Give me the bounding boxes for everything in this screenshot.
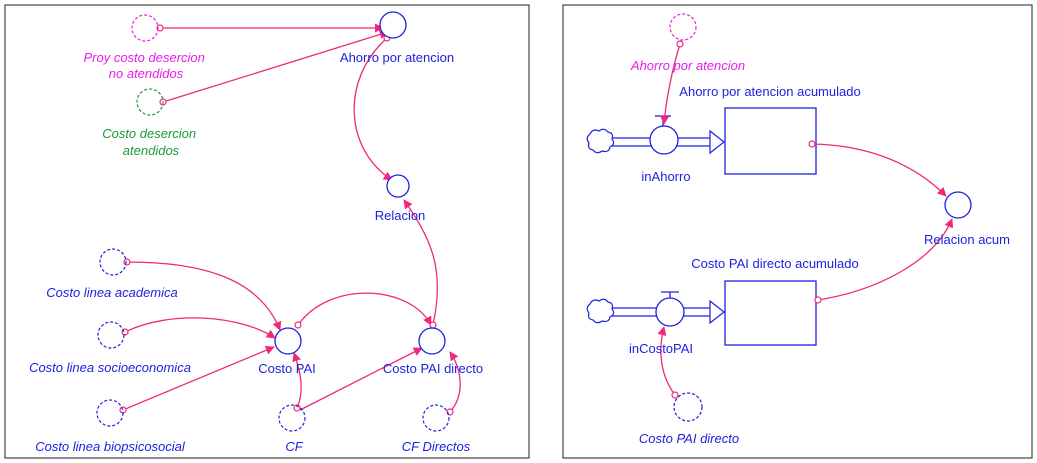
cloud-source-ahorro <box>586 128 615 154</box>
label-cf: CF <box>285 439 303 454</box>
left-panel: Proy costo desercion no atendidos Costo … <box>4 4 530 459</box>
label-costo-pai-directo-acumulado: Costo PAI directo acumulado <box>691 256 858 271</box>
link-costopaiacum-to-relacionacum <box>817 218 954 301</box>
node-costo-pai[interactable] <box>274 327 302 355</box>
left-links <box>122 23 461 413</box>
right-link-dots <box>671 40 822 399</box>
node-costo-linea-biopsicosocial[interactable] <box>96 399 124 427</box>
node-costo-desercion-atendidos[interactable] <box>136 88 164 116</box>
link-costopai-to-costopaidirecto <box>297 292 432 326</box>
link-costodes-to-ahorro <box>162 30 389 103</box>
node-costo-pai-directo[interactable] <box>418 327 446 355</box>
pipe-in-ahorro-arrowhead <box>709 129 725 155</box>
label-cf-directos: CF Directos <box>402 439 471 454</box>
link-cf-to-costopaidirecto <box>299 347 423 411</box>
link-ahorroacum-to-relacionacum <box>811 143 947 197</box>
pipe-in-costopai-arrowhead <box>709 299 725 325</box>
label-costo-pai-directo: Costo PAI directo <box>383 361 483 376</box>
label-in-ahorro: inAhorro <box>641 169 690 184</box>
label-relacion: Relacion <box>375 208 426 223</box>
stock-ahorro-acumulado[interactable] <box>724 107 817 175</box>
label-costo-desercion-atendidos: Costo desercion atendidos <box>102 126 200 158</box>
link-biopsicosocial-to-costopai <box>122 345 275 411</box>
label-costo-pai: Costo PAI <box>258 361 316 376</box>
right-panel: Ahorro por atencion Ahorro por atencion … <box>562 4 1033 459</box>
link-costopaidirecto-to-incostopai <box>657 326 676 396</box>
node-ahorro-por-atencion[interactable] <box>379 11 407 39</box>
link-ahorro-to-relacion <box>353 37 393 181</box>
link-costopaidirecto-to-relacion <box>403 199 439 326</box>
label-in-costo-pai: inCostoPAI <box>629 341 693 356</box>
label-costo-linea-socioeconomica: Costo linea socioeconomica <box>29 360 191 375</box>
link-academica-to-costopai <box>126 261 282 331</box>
link-socioeconomica-to-costopai <box>124 317 276 339</box>
label-ahorro-por-atencion: Ahorro por atencion <box>340 50 454 65</box>
label-costo-pai-directo-ghost: Costo PAI directo <box>639 431 739 446</box>
node-cf[interactable] <box>278 404 306 432</box>
right-panel-frame <box>562 4 1033 459</box>
node-relacion[interactable] <box>386 174 410 198</box>
label-ahorro-acumulado: Ahorro por atencion acumulado <box>679 84 860 99</box>
label-costo-linea-academica: Costo linea academica <box>46 285 178 300</box>
cloud-source-costopai <box>586 298 615 324</box>
right-links <box>657 43 954 396</box>
node-costo-linea-socioeconomica[interactable] <box>97 321 125 349</box>
label-relacion-acum: Relacion acum <box>924 232 1010 247</box>
label-ahorro-por-atencion-ghost: Ahorro por atencion <box>630 58 745 73</box>
node-proy-costo-desercion[interactable] <box>131 14 159 42</box>
node-relacion-acum[interactable] <box>944 191 972 219</box>
node-costo-pai-directo-ghost[interactable] <box>673 392 703 422</box>
left-panel-frame <box>4 4 530 459</box>
node-cf-directos[interactable] <box>422 404 450 432</box>
link-cfdirectos-to-costopaidirecto <box>449 351 461 413</box>
label-proy-costo-desercion: Proy costo desercion no atendidos <box>83 50 208 81</box>
stock-costo-pai-directo-acumulado[interactable] <box>724 280 817 346</box>
node-ahorro-por-atencion-ghost[interactable] <box>669 13 697 41</box>
link-ahorro-to-inahorro <box>660 43 681 125</box>
label-costo-linea-biopsicosocial: Costo linea biopsicosocial <box>35 439 186 454</box>
node-costo-linea-academica[interactable] <box>99 248 127 276</box>
valve-in-costopai[interactable] <box>655 291 685 327</box>
link-cf-to-costopai <box>292 352 302 409</box>
